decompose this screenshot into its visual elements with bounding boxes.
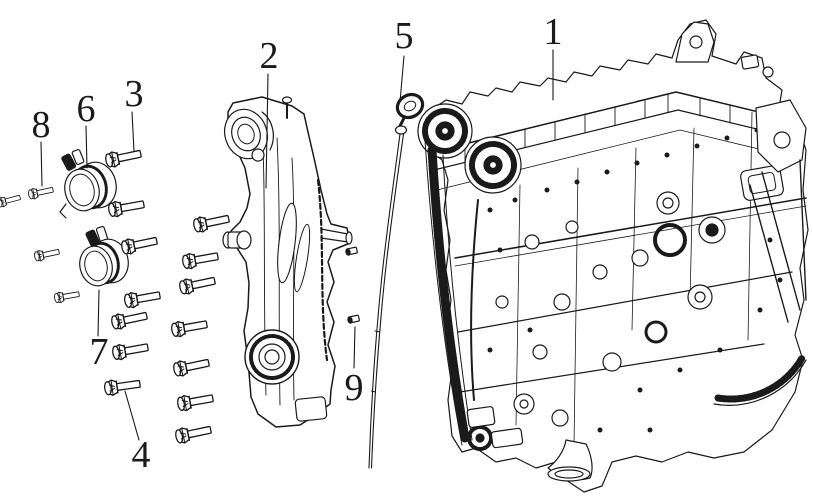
bolt-small (33, 246, 61, 263)
timing-chain-illustration (424, 139, 493, 451)
sensor-part-6-illustration (59, 149, 117, 219)
bolt-small (0, 192, 22, 209)
bolt (171, 354, 211, 379)
timing-cover-illustration (222, 96, 353, 428)
camshaft-sprockets-illustration (417, 103, 522, 194)
bolt-small (53, 288, 81, 305)
outlet-pipe-illustration (547, 439, 593, 482)
callout-8: 8 (31, 104, 51, 146)
bolt (175, 390, 215, 413)
callout-3: 3 (124, 73, 144, 115)
callout-4: 4 (131, 434, 151, 476)
sensor-part-7-illustration (79, 226, 129, 287)
engine-assembly-illustration (417, 19, 809, 493)
callout-9: 9 (344, 367, 364, 409)
bolt-part-8 (27, 184, 55, 201)
bolt (191, 210, 231, 235)
bolt-part-3 (103, 145, 143, 170)
leader-lines (40, 49, 554, 441)
engine-mount-bracket-illustration (749, 99, 807, 323)
bolt-part-4 (103, 375, 142, 397)
bolt (173, 421, 213, 446)
bolt (109, 307, 149, 332)
callout-7: 7 (89, 331, 109, 373)
plug-part-9-illustration (345, 246, 360, 324)
callout-2: 2 (259, 35, 279, 77)
bolt-head-dots (487, 127, 783, 433)
bolt (119, 232, 159, 257)
callout-6: 6 (76, 88, 96, 130)
bolt (110, 339, 150, 362)
callout-5: 5 (394, 15, 414, 57)
bolt (180, 248, 220, 271)
flywheel-illustration (713, 354, 807, 406)
bolt (169, 316, 209, 339)
bolt (122, 287, 162, 310)
callout-1: 1 (543, 11, 563, 53)
dipstick-illustration (368, 92, 425, 469)
bolt (177, 272, 217, 297)
